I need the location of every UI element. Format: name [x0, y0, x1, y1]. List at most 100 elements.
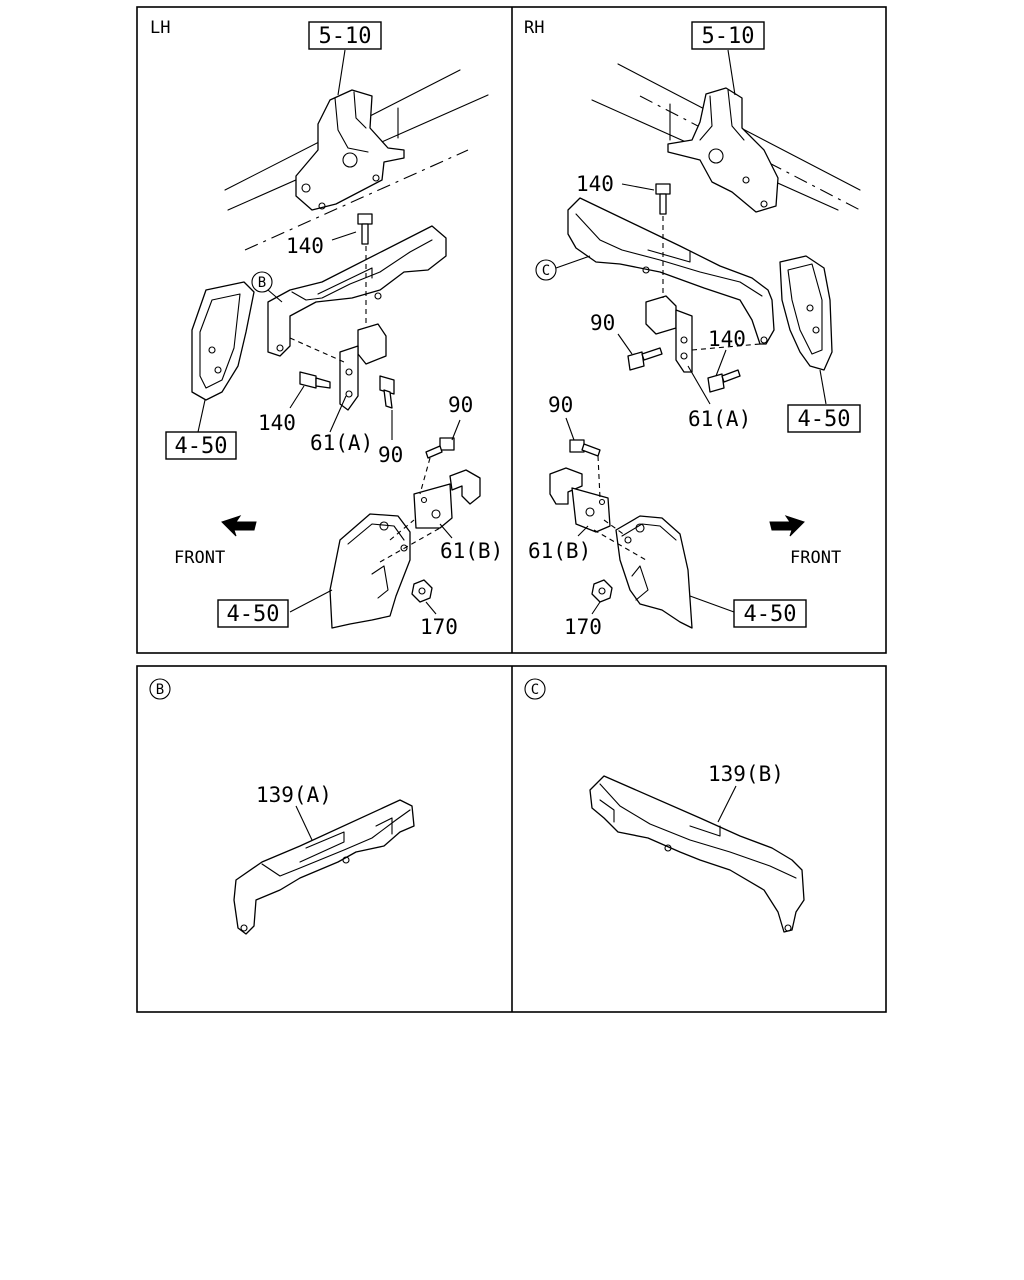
rh-label-61b: 61(B) — [528, 539, 591, 563]
rh-label-140-top: 140 — [576, 172, 614, 196]
lh-ref-box-top — [308, 21, 382, 50]
rh-ref-box-top — [691, 21, 765, 50]
lh-leader — [425, 601, 437, 615]
rh-cab-mount — [667, 87, 779, 213]
rh-label-90-a: 90 — [590, 311, 615, 335]
lh-dashed — [379, 527, 441, 563]
lh-dashed — [289, 337, 345, 363]
lh-leader — [331, 231, 357, 241]
lh-front-arrow-icon — [221, 515, 257, 537]
lh-cover-139a — [267, 225, 447, 357]
rh-label-170: 170 — [564, 615, 602, 639]
detail-b-leader — [295, 805, 313, 841]
rh-panel: RH 5-10 140 — [524, 18, 861, 639]
rh-dashed — [691, 343, 761, 351]
rh-leader — [727, 49, 736, 96]
lh-label-140-top: 140 — [286, 234, 324, 258]
lh-front-label: FRONT — [174, 548, 225, 568]
lh-bolt-90-b — [425, 437, 455, 459]
lh-ref-box-left — [165, 431, 237, 460]
rh-label-140-lower: 140 — [708, 327, 746, 351]
rh-ref-box-right — [787, 404, 861, 433]
rh-bolt-90-b — [569, 439, 601, 457]
rh-leader — [715, 349, 727, 377]
rh-ref-right: 4-50 — [798, 407, 851, 432]
lh-leader — [267, 289, 283, 303]
rh-leader — [577, 525, 589, 537]
rh-ref-bottom: 4-50 — [744, 602, 797, 627]
rh-fender-piece — [779, 255, 833, 371]
lh-ref-box-bottom — [217, 599, 289, 628]
rh-leader — [617, 333, 633, 355]
detail-b-marker — [149, 678, 171, 700]
rh-front-arrow-icon — [769, 515, 805, 537]
lh-bracket-61a — [339, 323, 387, 411]
rh-dashed — [603, 519, 627, 537]
rh-label-90-b: 90 — [548, 393, 573, 417]
detail-b-cover-139a — [233, 799, 415, 935]
lh-leader — [289, 385, 305, 409]
lh-ref-bottom: 4-50 — [227, 602, 280, 627]
rh-fender-lower — [615, 515, 693, 629]
rh-bolt-90-a — [627, 347, 663, 371]
detail-b-marker-text: B — [156, 682, 164, 698]
rh-leader — [819, 369, 827, 405]
lh-ref-left: 4-50 — [175, 434, 228, 459]
lh-leader — [337, 49, 346, 96]
rh-cover-139b — [567, 197, 775, 345]
lh-label-140-lower: 140 — [258, 411, 296, 435]
rh-leader — [555, 255, 591, 269]
rh-leader — [621, 183, 655, 191]
detail-c-label: 139(B) — [708, 762, 784, 786]
detail-b-label: 139(A) — [256, 783, 332, 807]
lh-label-90-a: 90 — [378, 443, 403, 467]
lh-label-170: 170 — [420, 615, 458, 639]
lh-fender-piece — [191, 281, 255, 401]
lh-bolt-140-lower — [299, 371, 331, 389]
lh-leader — [439, 523, 453, 539]
lh-circle-b — [251, 271, 273, 293]
detail-c-marker-text: C — [531, 682, 539, 698]
lh-leader — [329, 395, 347, 433]
lh-circle-b-text: B — [258, 275, 266, 291]
detail-b-panel: B 139(A) — [149, 678, 415, 935]
lh-label-61a: 61(A) — [310, 431, 373, 455]
rh-dashed — [593, 529, 647, 561]
lh-label-61b: 61(B) — [440, 539, 503, 563]
rh-front-label: FRONT — [790, 548, 841, 568]
lh-panel: LH 5-10 140 — [150, 18, 503, 639]
rh-leader — [687, 365, 711, 405]
rh-dashed — [597, 455, 601, 499]
detail-c-panel: C 139(B) — [524, 678, 805, 933]
lh-bracket-61b — [413, 469, 481, 529]
lh-nut-170 — [411, 579, 433, 603]
rh-bracket-61b — [549, 467, 611, 533]
rh-bolt-140-top — [655, 183, 671, 215]
lh-label-90-b: 90 — [448, 393, 473, 417]
lh-frame-centerline — [244, 149, 469, 251]
lh-leader — [197, 399, 206, 433]
lh-bolt-90-a — [379, 375, 395, 409]
rh-circle-c-text: C — [542, 263, 550, 279]
rh-circle-c — [535, 259, 557, 281]
lh-ref-top: 5-10 — [319, 24, 372, 49]
rh-label-61a: 61(A) — [688, 407, 751, 431]
rh-bracket-61a — [645, 295, 693, 373]
rh-bolt-140-lower — [707, 369, 741, 393]
lh-fender-lower — [329, 513, 411, 629]
lh-title: LH — [150, 18, 170, 38]
rh-ref-box-bottom — [733, 599, 807, 628]
lh-bolt-140-top — [357, 213, 373, 245]
detail-c-cover-139b — [589, 775, 805, 933]
detail-c-marker — [524, 678, 546, 700]
rh-leader — [689, 595, 735, 613]
rh-ref-top: 5-10 — [702, 24, 755, 49]
rh-leader — [565, 417, 575, 441]
lh-leader — [451, 419, 461, 441]
rh-nut-170 — [591, 579, 613, 603]
lh-cab-mount — [295, 89, 405, 211]
detail-c-leader — [717, 785, 737, 823]
lh-dashed — [419, 457, 431, 495]
lh-leader — [289, 589, 333, 613]
